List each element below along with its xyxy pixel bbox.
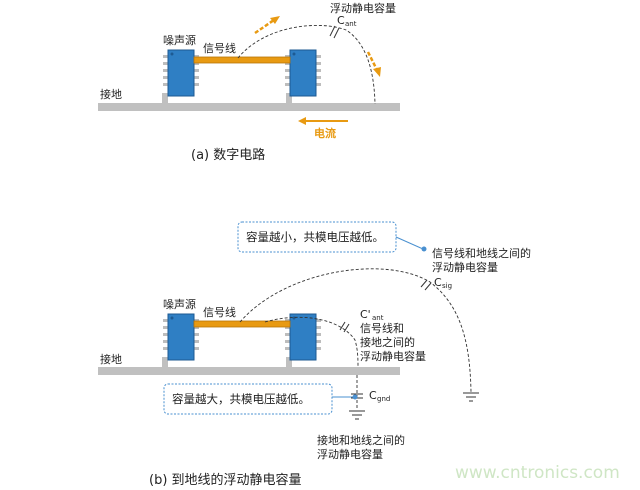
cant-desc-line3: 浮动静电容量 xyxy=(360,349,426,363)
current-label-a: 电流 xyxy=(314,126,336,140)
csig-subscript: sig xyxy=(442,282,452,290)
ground-label-a: 接地 xyxy=(100,88,122,101)
ground-label-b: 接地 xyxy=(100,353,122,366)
callout-small-dot xyxy=(421,246,427,252)
watermark-text: www.cntronics.com xyxy=(455,463,620,483)
cgnd-symbol: C xyxy=(369,389,377,402)
chip-stand-a-right xyxy=(286,93,292,104)
capacitance-arc-ant xyxy=(264,316,359,368)
chip-a-right xyxy=(285,49,321,97)
signal-line-label-a: 信号线 xyxy=(203,41,236,55)
cgnd-desc-line1: 接地和地线之间的 xyxy=(317,433,405,447)
chip-b-right xyxy=(285,313,321,361)
cap-symbol-a: C xyxy=(337,14,345,27)
flow-arrow-a-right xyxy=(366,51,381,77)
caption-b: (b) 到地线的浮动静电容量 xyxy=(149,472,302,488)
cant-symbol: C' xyxy=(360,308,371,321)
current-arrow-a xyxy=(298,117,348,125)
panel-b: 容量越小，共模电压越低。 xyxy=(98,221,531,488)
noise-source-label-b: 噪声源 xyxy=(163,297,196,311)
panel-a: 噪声源 信号线 接地 浮动静电容量 C ant 电流 (a) 数字电路 xyxy=(98,1,400,163)
capacitance-arc-sig xyxy=(239,268,472,393)
signal-line-label-b: 信号线 xyxy=(203,305,236,319)
callout-small-text: 容量越小，共模电压越低。 xyxy=(246,230,384,244)
signal-line-a xyxy=(193,56,291,64)
csig-desc-line1: 信号线和地线之间的 xyxy=(432,246,531,260)
chip-stand-a-left xyxy=(162,93,168,104)
capacitor-symbol-ant xyxy=(339,321,350,333)
ground-symbol-far xyxy=(463,392,479,402)
cap-subscript-a: ant xyxy=(345,20,357,28)
csig-desc-line2: 浮动静电容量 xyxy=(432,260,498,274)
callout-large-box xyxy=(163,383,333,415)
capacitance-label-a: 浮动静电容量 xyxy=(330,1,396,15)
flow-arrow-a-top xyxy=(254,16,280,35)
cant-subscript: ant xyxy=(372,314,384,322)
signal-line-b xyxy=(193,320,291,328)
capacitor-symbol-a xyxy=(329,25,340,39)
cgnd-desc-line2: 浮动静电容量 xyxy=(317,447,383,461)
callout-large-text: 容量越大，共模电压越低。 xyxy=(172,392,310,406)
chip-a-left xyxy=(163,49,199,97)
noise-source-label-a: 噪声源 xyxy=(163,33,196,47)
cant-desc-line1: 信号线和 xyxy=(360,321,404,335)
callout-small-box xyxy=(237,221,397,253)
cant-desc-line2: 接地之间的 xyxy=(360,335,415,349)
caption-a: (a) 数字电路 xyxy=(191,147,265,163)
capacitance-arc-a xyxy=(237,25,376,105)
capacitor-symbol-sig xyxy=(420,279,432,291)
chip-stand-b-left xyxy=(162,357,168,368)
callout-large-dot xyxy=(352,394,358,400)
ground-plane-a xyxy=(98,103,400,111)
cgnd-subscript: gnd xyxy=(377,395,390,403)
csig-symbol: C xyxy=(434,276,442,289)
ground-symbol-near xyxy=(349,410,365,420)
chip-b-left xyxy=(163,313,199,361)
chip-stand-b-right xyxy=(286,357,292,368)
ground-plane-b xyxy=(98,367,400,375)
